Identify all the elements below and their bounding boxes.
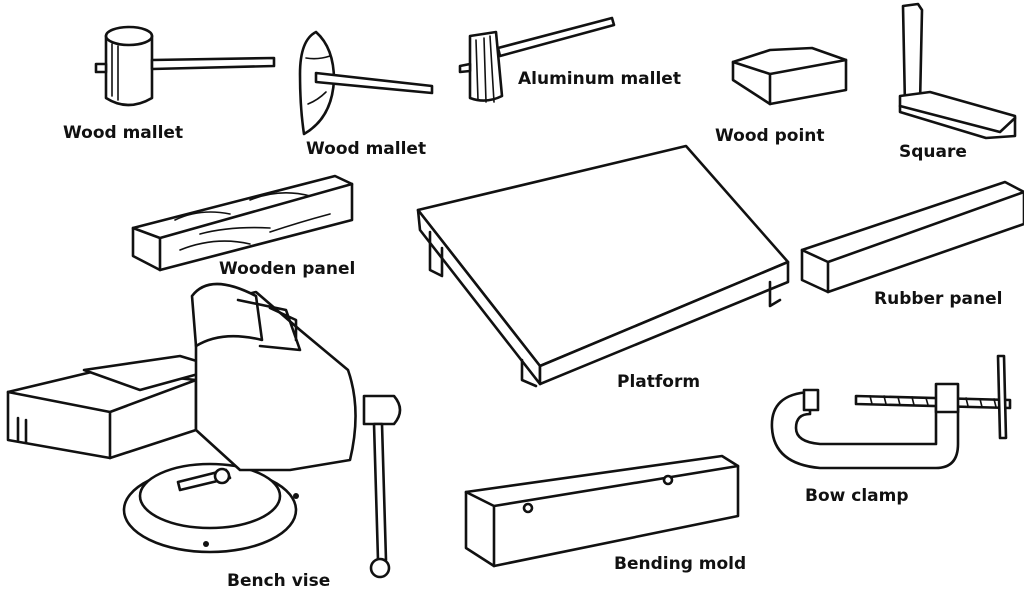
label-square: Square <box>899 142 967 162</box>
label-platform: Platform <box>617 372 701 392</box>
label-bench-vise: Bench vise <box>227 571 331 591</box>
wood-point-drawing <box>731 46 848 106</box>
aluminum-mallet-drawing <box>458 16 616 103</box>
platform-drawing <box>416 144 790 388</box>
label-wood-point: Wood point <box>715 126 825 146</box>
label-bow-clamp: Bow clamp <box>805 486 909 506</box>
bow-clamp-drawing <box>770 354 1012 470</box>
wood-mallet-cylinder-drawing <box>94 25 276 107</box>
label-aluminum-mallet: Aluminum mallet <box>518 69 681 89</box>
rubber-panel-drawing <box>800 180 1024 294</box>
wood-mallet-teardrop-drawing <box>298 30 434 136</box>
label-wooden-panel: Wooden panel <box>219 259 356 279</box>
wooden-panel-drawing <box>131 174 354 272</box>
label-wood-mallet-1: Wood mallet <box>63 123 184 143</box>
label-rubber-panel: Rubber panel <box>874 289 1003 309</box>
bench-vise-drawing <box>6 282 402 579</box>
square-drawing <box>898 2 1017 140</box>
bending-mold-drawing <box>464 454 740 568</box>
label-bending-mold: Bending mold <box>614 554 747 574</box>
label-wood-mallet-2: Wood mallet <box>306 139 427 159</box>
